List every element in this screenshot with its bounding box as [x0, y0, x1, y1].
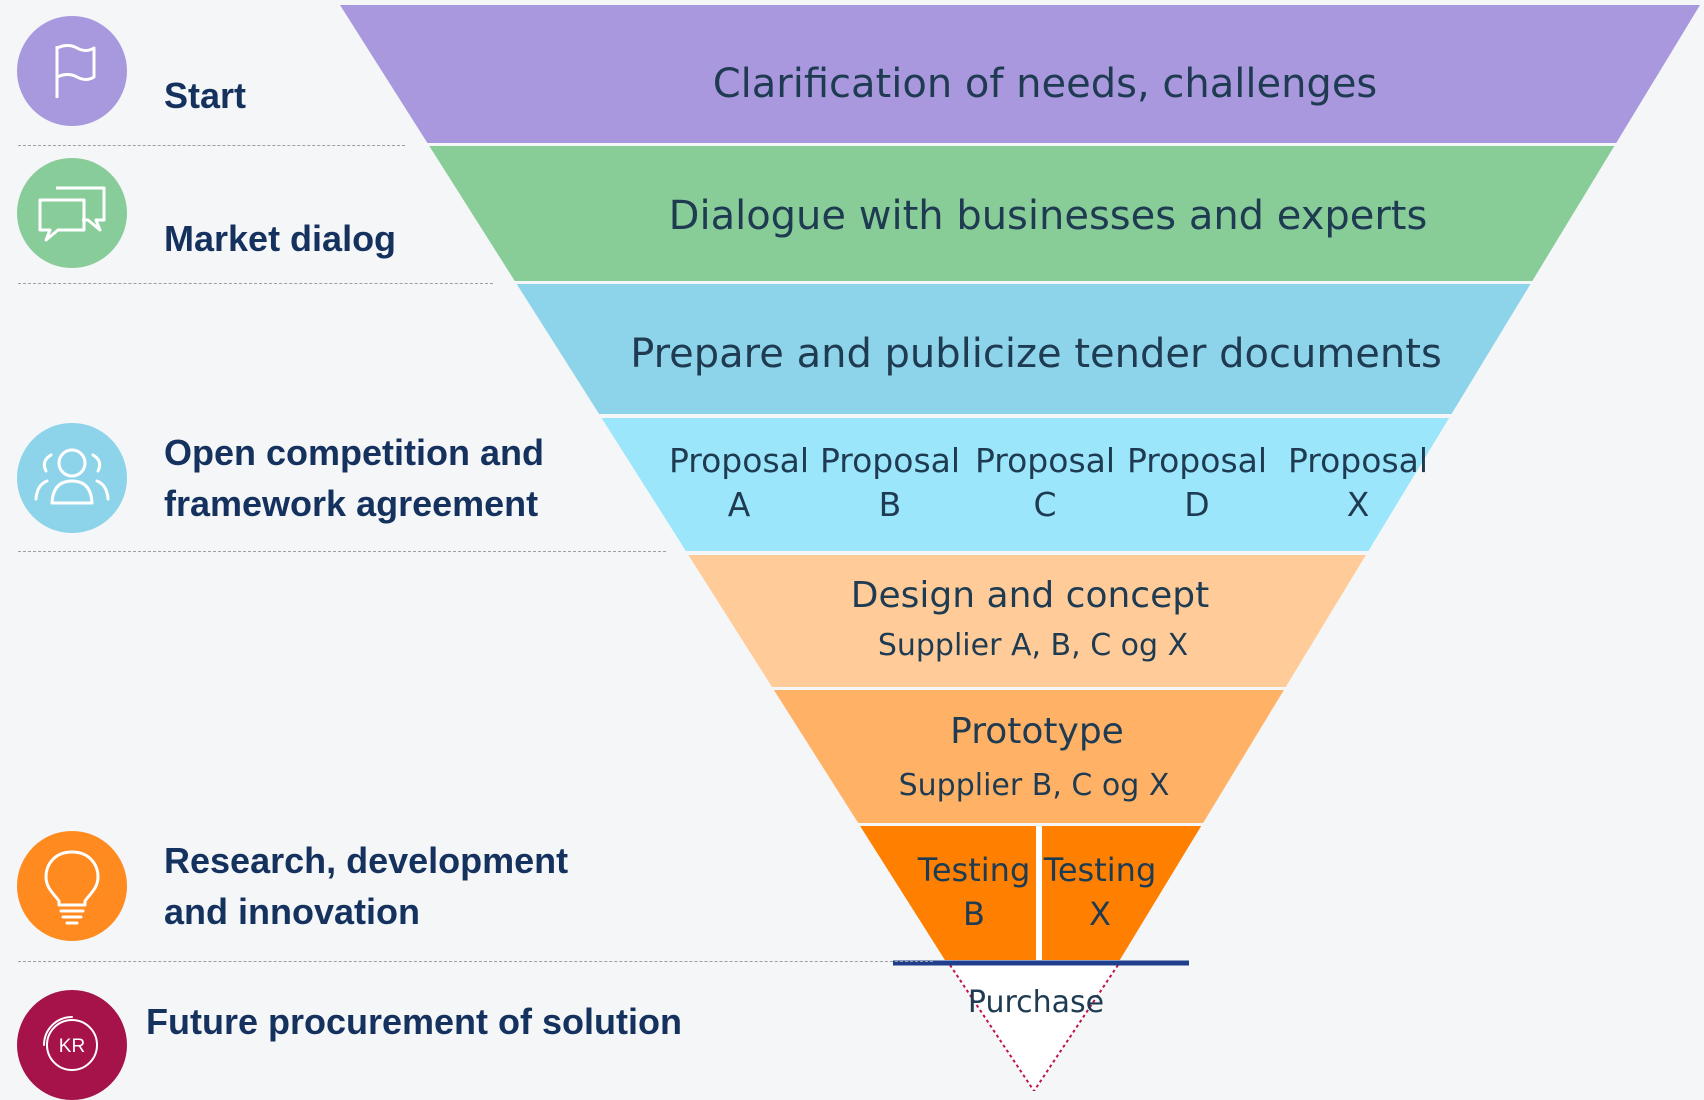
stage-label: Design and concept — [851, 575, 1209, 616]
proposal-letter: C — [1033, 485, 1056, 524]
stage-label: Prepare and publicize tender documents — [630, 331, 1442, 377]
stage-dialogue — [429, 146, 1615, 281]
phase-divider — [18, 145, 405, 146]
stage-proposals — [601, 418, 1450, 551]
flag-icon — [17, 16, 127, 126]
lightbulb-icon — [17, 831, 127, 941]
proposal-label: Proposal — [1127, 441, 1267, 480]
proposal-letter: D — [1184, 485, 1209, 524]
stage-label: Clarification of needs, challenges — [713, 61, 1378, 107]
stage-clarification — [340, 5, 1700, 143]
testing-label: Testing — [917, 851, 1031, 889]
stage-sublabel: Supplier A, B, C og X — [878, 628, 1188, 663]
phase-divider — [18, 961, 933, 962]
stage-sublabel: Supplier B, C og X — [899, 768, 1170, 803]
stage-tender — [516, 284, 1531, 414]
purchase-outline-left — [949, 964, 1035, 1091]
phase-divider — [18, 283, 493, 284]
testing-letter: B — [963, 895, 985, 933]
proposal-label: Proposal — [820, 441, 960, 480]
purchase-tip — [950, 965, 1118, 1091]
proposal-label: Proposal — [669, 441, 809, 480]
testing-label: Testing — [1043, 851, 1157, 889]
proposal-label: Proposal — [1288, 441, 1428, 480]
phase-divider — [18, 551, 666, 552]
phase-label-future-procurement: Future procurement of solution — [146, 1001, 682, 1042]
proposal-letter: B — [879, 485, 902, 524]
proposal-letter: X — [1347, 485, 1370, 524]
stage-testing — [860, 826, 1202, 960]
testing-letter: X — [1089, 895, 1111, 933]
chat-bubbles-icon — [17, 158, 127, 268]
proposal-letter: A — [728, 485, 751, 524]
phase-label-research: Research, development and innovation — [164, 840, 569, 932]
people-group-icon — [17, 423, 127, 533]
proposal-label: Proposal — [975, 441, 1115, 480]
phase-label-open-competition: Open competition and framework agreement — [164, 432, 545, 524]
phase-label-start: Start — [164, 75, 247, 116]
stage-label: Dialogue with businesses and experts — [669, 193, 1428, 239]
testing-divider — [1036, 826, 1042, 960]
svg-text:KR: KR — [59, 1036, 85, 1057]
phase-label-market-dialog: Market dialog — [164, 218, 397, 259]
stage-prototype — [773, 690, 1284, 823]
stage-label: Prototype — [950, 711, 1124, 752]
kr-logo-icon: KR — [17, 990, 127, 1100]
stage-design — [688, 555, 1366, 687]
purchase-label: Purchase — [968, 985, 1104, 1020]
purchase-outline-right — [1033, 964, 1119, 1091]
